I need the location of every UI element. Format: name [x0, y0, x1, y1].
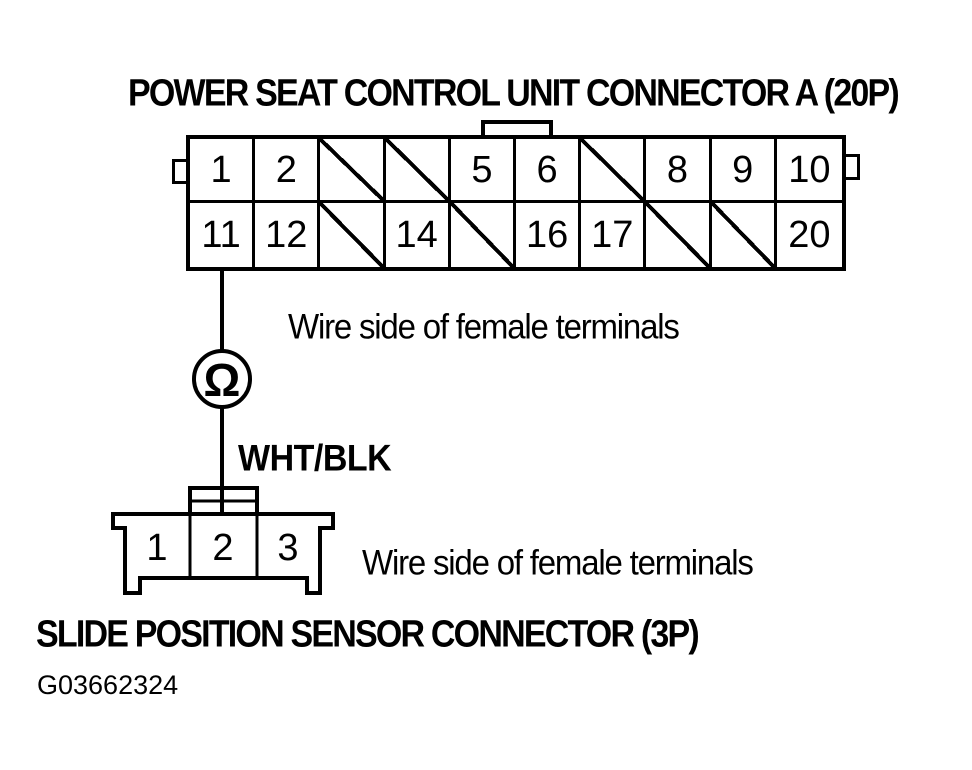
pin-cell-11: 11 [190, 203, 256, 267]
blocked-cell-18 [646, 203, 712, 267]
pin-cell-10: 10 [776, 139, 842, 203]
pin-cell-1: 1 [190, 139, 256, 203]
ohm-icon: Ω [203, 354, 241, 406]
ohmmeter-symbol: Ω [192, 349, 252, 409]
pin3-cell-2: 2 [212, 527, 234, 569]
connector-a-pin-grid: 1 2 5 6 8 9 10 11 12 14 16 17 20 [186, 135, 846, 271]
pin-cell-2: 2 [255, 139, 321, 203]
pin-cell-8: 8 [646, 139, 712, 203]
blocked-cell-19 [711, 203, 777, 267]
pin-cell-6: 6 [515, 139, 582, 203]
connector-3p-housing [111, 486, 335, 595]
pin-cell-5: 5 [450, 139, 516, 203]
pin3-cell-1: 1 [146, 527, 168, 569]
wire-side-caption-bottom: Wire side of female terminals [362, 542, 754, 582]
blocked-cell-7 [581, 139, 647, 203]
pin-cell-14: 14 [386, 203, 451, 267]
pin-cell-9: 9 [711, 139, 777, 203]
connector-3p-outline [111, 512, 335, 595]
top-connector-title: POWER SEAT CONTROL UNIT CONNECTOR A (20P… [128, 72, 900, 115]
pin-cell-17: 17 [581, 203, 647, 267]
blocked-cell-4 [385, 139, 451, 203]
wire-color-label: WHT/BLK [238, 438, 392, 480]
bottom-connector-title: SLIDE POSITION SENSOR CONNECTOR (3P) [36, 613, 700, 656]
wire-side-caption-top: Wire side of female terminals [288, 306, 680, 346]
blocked-cell-3 [320, 139, 386, 203]
pin-cell-16: 16 [516, 203, 582, 267]
blocked-cell-13 [320, 203, 386, 267]
pin-cell-12: 12 [255, 203, 321, 267]
figure-id: G03662324 [37, 670, 179, 700]
pin-cell-20: 20 [788, 214, 831, 256]
blocked-cell-15 [450, 203, 516, 267]
pin3-cell-3: 3 [277, 527, 299, 569]
